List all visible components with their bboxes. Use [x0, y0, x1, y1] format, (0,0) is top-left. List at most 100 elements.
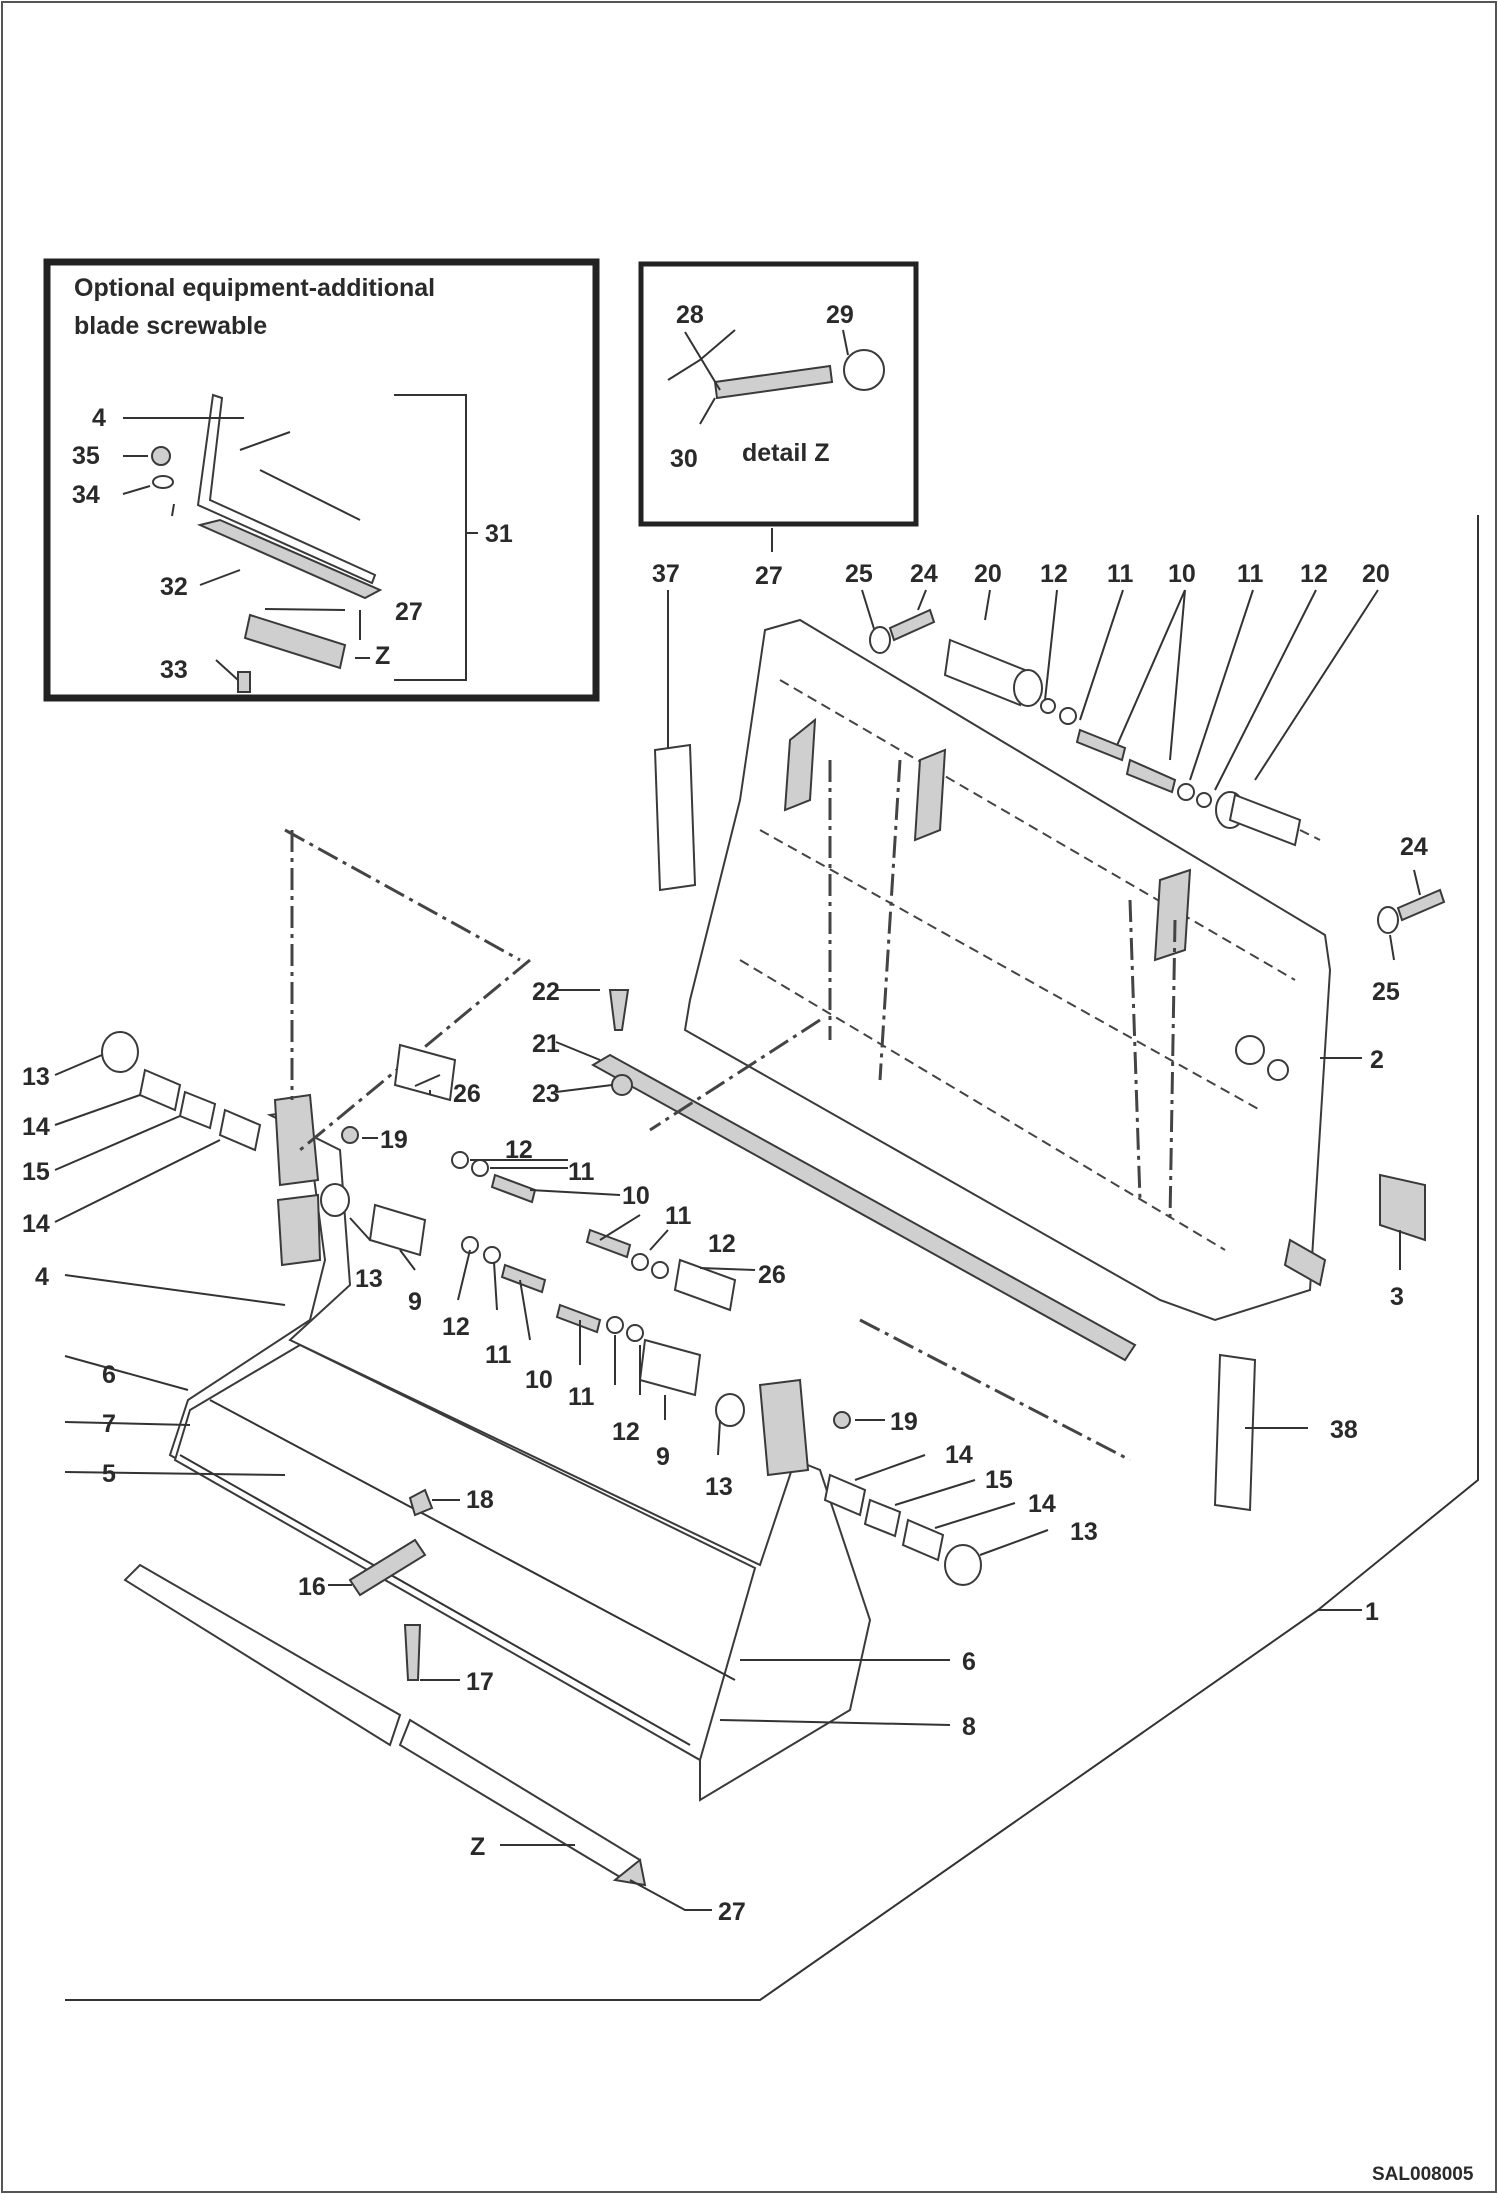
- washer-25-right: [1377, 906, 1399, 934]
- bolt-22: [608, 989, 630, 1031]
- rear-frame-pin-hole-2: [1267, 1059, 1289, 1081]
- label-20-left: 20: [974, 560, 1002, 588]
- bolt-10-mid: [585, 1228, 632, 1259]
- label-3: 3: [1390, 1283, 1404, 1311]
- rear-frame-hook: [1283, 1238, 1327, 1287]
- inset-optional-title-1: Optional equipment-additional: [74, 274, 435, 302]
- label-26-upper: 26: [453, 1080, 481, 1108]
- bucket-floor: [173, 1343, 757, 1762]
- right-hinge-leaders: [854, 1454, 1049, 1556]
- label-2: 2: [1370, 1046, 1384, 1074]
- part-3-cover: [1379, 1173, 1426, 1242]
- label-23: 23: [532, 1080, 560, 1108]
- inset-nut-35: [151, 446, 171, 466]
- label-11-upper: 11: [568, 1158, 595, 1186]
- bolt-10-lower-b: [555, 1303, 602, 1334]
- ring-12-mid: [651, 1261, 669, 1279]
- label-11-lower-a: 11: [485, 1341, 512, 1369]
- bushing-26-upper: [393, 1043, 457, 1102]
- label-22: 22: [532, 978, 560, 1006]
- top-row-leaders: [667, 589, 1379, 791]
- rear-frame-bracket-right: [1153, 868, 1192, 962]
- bolt-19-left: [341, 1126, 359, 1144]
- label-16: 16: [298, 1573, 326, 1601]
- right-hinge-bushings: 14 15 14 13: [823, 1441, 1098, 1586]
- label-1: 1: [1365, 1598, 1379, 1626]
- rear-frame-hidden-lines: [739, 679, 1296, 1251]
- label-20-right: 20: [1362, 560, 1390, 588]
- bolt-24-top: [888, 608, 936, 642]
- pin-9-right: [638, 1338, 702, 1397]
- label-25-top: 25: [845, 560, 873, 588]
- wear-blade: Z 27: [123, 1563, 746, 1926]
- label-19-right: 19: [890, 1408, 918, 1436]
- bushing-14-left-b: [218, 1108, 262, 1152]
- tooth-parts: 18 16 17: [298, 1486, 494, 1696]
- inset-optional-leaders: [122, 394, 478, 681]
- detail-leaders: [684, 329, 849, 425]
- label-6-right: 6: [962, 1648, 976, 1676]
- bucket-gusset-left: [276, 1193, 322, 1267]
- left-hinge-bushings: 13 14 15 14: [22, 1031, 262, 1238]
- cutting-edge-21: [590, 1053, 1137, 1362]
- top-pins-hidden: [1299, 829, 1321, 841]
- bucket-hinge-right: [758, 1378, 810, 1477]
- inset-optional-equipment: Optional equipment-additional blade scre…: [43, 258, 600, 702]
- top-pins: [869, 608, 1321, 847]
- wear-blade-end: [612, 1858, 647, 1887]
- wear-blade-right: [398, 1718, 642, 1882]
- bushing-26-lower: [673, 1258, 737, 1312]
- inset-label-35: 35: [72, 442, 100, 470]
- label-24-right: 24: [1400, 833, 1428, 861]
- label-12-mid: 12: [708, 1230, 736, 1258]
- inset-washer-34: [152, 475, 174, 489]
- right-bolt-group: 24 25: [1372, 833, 1446, 1006]
- washer-11-upper: [471, 1159, 489, 1177]
- rear-frame-outline: [683, 618, 1332, 1322]
- detail-ring: [843, 349, 885, 391]
- label-12-upper: 12: [505, 1136, 533, 1164]
- pin-9-left: [368, 1203, 427, 1257]
- washer-13-mid-right: [715, 1393, 745, 1427]
- bucket-hinge-left: [273, 1093, 320, 1187]
- label-18: 18: [466, 1486, 494, 1514]
- rear-frame-assembly: [683, 618, 1332, 1322]
- nut-23: [611, 1074, 633, 1096]
- pin-axes: [284, 828, 1131, 1462]
- bracket-38: [1213, 1353, 1257, 1512]
- wear-blade-left: [123, 1563, 402, 1747]
- detail-callout-27: 27: [755, 562, 783, 590]
- inset-blade: [196, 518, 383, 600]
- bushing-20-left: [943, 638, 1027, 707]
- left-hinge-leaders: [54, 1054, 221, 1223]
- middle-pin-stack: [320, 1043, 851, 1429]
- detail-tension-spring: [713, 364, 834, 400]
- bracket-37: [653, 743, 697, 892]
- rear-frame-pin-hole: [1235, 1035, 1265, 1065]
- wear-blade-leaders: [500, 1844, 712, 1911]
- bolt-17: [403, 1624, 422, 1681]
- label-17: 17: [466, 1668, 494, 1696]
- ring-12-upper: [451, 1151, 469, 1169]
- bucket-assembly: [168, 1093, 872, 1802]
- detail-label-28: 28: [676, 301, 704, 329]
- inset-label-27: 27: [395, 598, 423, 626]
- label-9-right: 9: [656, 1443, 670, 1471]
- inset-detail-z: 28 29 30 detail Z 27: [638, 261, 919, 590]
- label-26-lower: 26: [758, 1261, 786, 1289]
- inset-bolt-33: [237, 671, 251, 693]
- inset-bucket-lines: [239, 431, 361, 521]
- inset-bucket-edge: [196, 393, 377, 585]
- bolt-19-right: [833, 1411, 851, 1429]
- inset-optional-frame: [43, 258, 600, 702]
- inset-label-33: 33: [160, 656, 188, 684]
- label-21: 21: [532, 1030, 560, 1058]
- detail-label-30: 30: [670, 445, 698, 473]
- assembly-1-bracket: [65, 515, 1479, 2001]
- washer-11-lower-b: [606, 1316, 624, 1334]
- inset-label-34: 34: [72, 481, 100, 509]
- washer-13-left: [101, 1031, 139, 1073]
- adapter-16: [348, 1538, 427, 1597]
